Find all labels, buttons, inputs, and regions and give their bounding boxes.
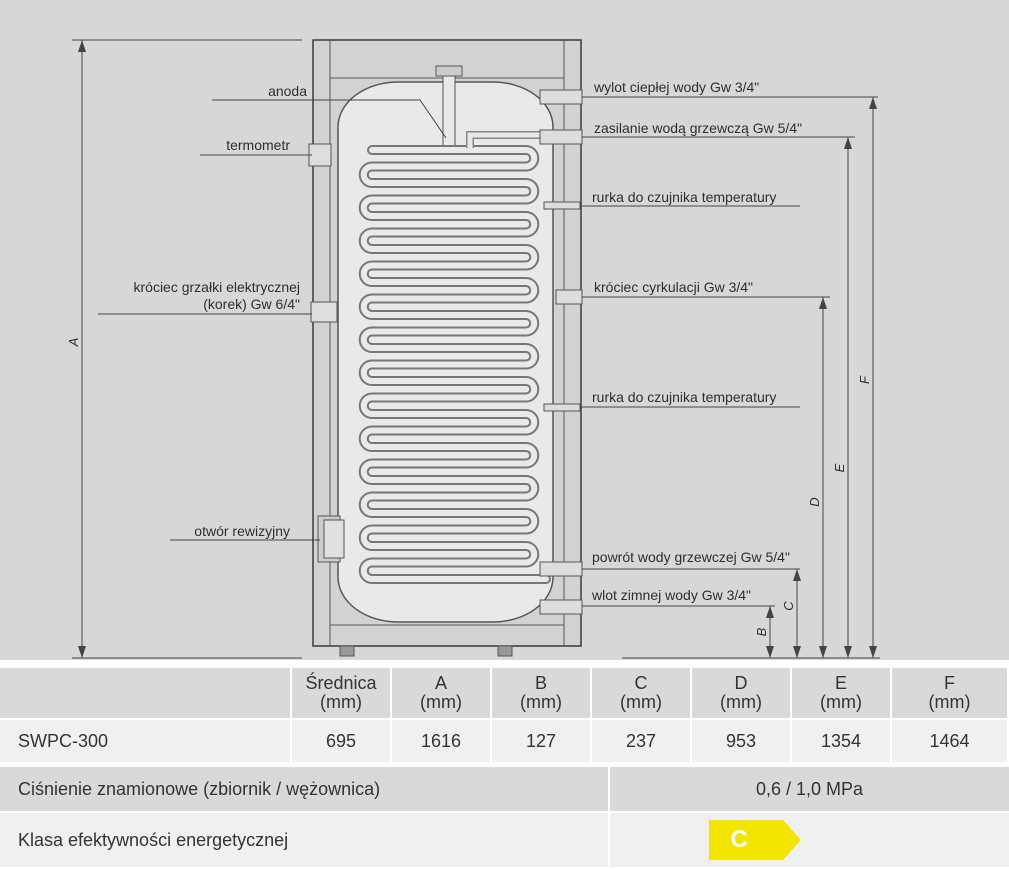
spec-header-empty [0,668,292,720]
heating-return [539,561,583,577]
table-row: SWPC-300 695 1616 127 237 953 1354 1464 [0,719,1009,764]
label-cyrkulacja: króciec cyrkulacji Gw 3/4" [594,279,753,295]
spec-header-C: C(mm) [591,668,692,720]
spec-value-C: 237 [591,719,692,764]
sensor-tube-2 [543,403,581,412]
label-powrot: powrót wody grzewczej Gw 5/4" [592,549,790,565]
info-row-energy: Klasa efektywności energetycznej C [0,812,1009,869]
energy-arrow-shape [708,820,801,860]
thermometer [308,143,332,167]
spec-header-E: E(mm) [791,668,892,720]
label-rewizyjny: otwór rewizyjny [194,523,290,539]
tank-foot-right [497,645,513,657]
spec-model: SWPC-300 [0,719,292,764]
spec-table: Średnica(mm) A(mm) B(mm) C(mm) D(mm) E(m… [0,668,1009,764]
label-termometr: termometr [226,137,290,153]
spec-value-F: 1464 [891,719,1009,764]
circulation-port [555,289,583,305]
spec-header-srednica: Średnica(mm) [291,668,392,720]
tank-diagram: anoda termometr króciec grzałki elektryc… [0,0,1009,660]
spec-header-A: A(mm) [391,668,492,720]
label-wlot: wlot zimnej wody Gw 3/4" [591,587,751,603]
info-row-pressure: Ciśnienie znamionowe (zbiornik / wężowni… [0,767,1009,813]
energy-class-letter: C [730,826,748,853]
label-zasilanie: zasilanie wodą grzewczą Gw 5/4" [594,120,802,136]
sensor-tube-1 [543,201,581,210]
pressure-value: 0,6 / 1,0 MPa [609,767,1009,813]
hot-water-outlet [539,89,583,105]
info-table: Ciśnienie znamionowe (zbiornik / wężowni… [0,767,1009,869]
label-czujnik-2: rurka do czujnika temperatury [592,389,776,405]
energy-class-badge: C [708,820,801,860]
pressure-label: Ciśnienie znamionowe (zbiornik / wężowni… [0,767,610,813]
dimension-arrows [78,40,877,658]
label-anoda: anoda [268,83,307,99]
label-czujnik-1: rurka do czujnika temperatury [592,189,776,205]
spec-value-B: 127 [491,719,592,764]
spec-header-B: B(mm) [491,668,592,720]
label-grzalka-2: (korek) Gw 6/4" [203,296,300,312]
heating-supply [539,129,583,145]
spec-value-srednica: 695 [291,719,392,764]
dim-label-A: A [66,338,81,348]
energy-cell: C [609,812,1009,869]
spec-header-D: D(mm) [691,668,792,720]
anode-cap [435,65,463,77]
cold-water-inlet [539,599,583,615]
dim-label-C: C [781,601,796,611]
energy-label: Klasa efektywności energetycznej [0,812,610,869]
tank-foot-left [339,645,355,657]
spec-header-F: F(mm) [891,668,1009,720]
spec-header-row: Średnica(mm) A(mm) B(mm) C(mm) D(mm) E(m… [0,668,1009,720]
label-wylot: wylot ciepłej wody Gw 3/4" [593,79,759,95]
label-grzalka-1: króciec grzałki elektrycznej [134,279,301,295]
dim-label-D: D [807,497,822,506]
dim-label-B: B [754,627,769,636]
tank-drawing: anoda termometr króciec grzałki elektryc… [66,39,880,659]
dim-label-E: E [832,463,847,472]
spec-value-A: 1616 [391,719,492,764]
leader-lines [72,39,880,659]
spec-value-E: 1354 [791,719,892,764]
spec-value-D: 953 [691,719,792,764]
electric-heater-port [310,301,338,323]
dim-label-F: F [857,375,872,384]
